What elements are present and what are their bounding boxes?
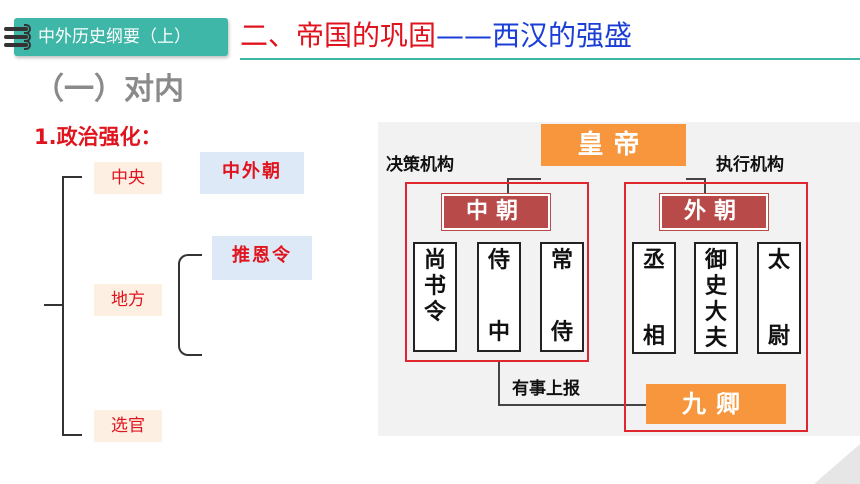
emperor-box: 皇帝	[541, 124, 686, 166]
connector-line	[686, 178, 706, 180]
central-label: 中央	[94, 162, 162, 194]
course-tab-label: 中外历史纲要（上）	[38, 27, 191, 47]
report-label: 有事上报	[512, 379, 580, 399]
officials-label: 选官	[94, 410, 162, 442]
binder-clip-icon	[4, 32, 31, 42]
connector-line	[498, 362, 500, 406]
inner-court-box: 中朝	[442, 194, 550, 230]
binder-clip-icon	[4, 24, 31, 34]
title-underline	[240, 58, 860, 60]
title-part2: 西汉的强盛	[492, 19, 633, 52]
title-dash: ——	[436, 19, 493, 52]
official-shangshuling: 尚 书 令	[413, 242, 457, 352]
binder-clip-icon	[4, 40, 31, 50]
official-shizhong: 侍 中	[477, 242, 521, 352]
local-answer: 推恩令	[212, 236, 312, 280]
point-heading: 1.政治强化：	[34, 125, 162, 149]
decision-label: 决策机构	[386, 155, 454, 175]
connector-line	[704, 178, 706, 194]
official-taiwei: 太 尉	[757, 242, 801, 354]
connector-line	[498, 404, 646, 406]
outline-brace-tip	[44, 304, 62, 306]
connector-line	[507, 178, 509, 194]
execution-label: 执行机构	[716, 155, 784, 175]
section-heading: （一）对内	[34, 72, 184, 107]
central-answer: 中外朝	[200, 152, 304, 194]
outer-court-box: 外朝	[660, 194, 768, 230]
official-yushidafu: 御 史 大 夫	[694, 242, 738, 354]
nine-ministers-box: 九卿	[646, 384, 786, 424]
outer-court-frame	[624, 182, 808, 432]
official-chengxiang: 丞 相	[632, 242, 676, 354]
inner-court-frame	[405, 182, 589, 362]
connector-line	[507, 178, 541, 180]
page-curl-corner	[814, 444, 860, 484]
local-brace	[178, 254, 202, 356]
official-changshi: 常 侍	[540, 242, 584, 352]
outline-brace	[62, 176, 82, 436]
page-title: 二、帝国的巩固——西汉的强盛	[240, 14, 632, 58]
course-tab: 中外历史纲要（上）	[14, 18, 228, 56]
title-part1: 二、帝国的巩固	[240, 19, 437, 52]
local-label: 地方	[94, 284, 162, 316]
